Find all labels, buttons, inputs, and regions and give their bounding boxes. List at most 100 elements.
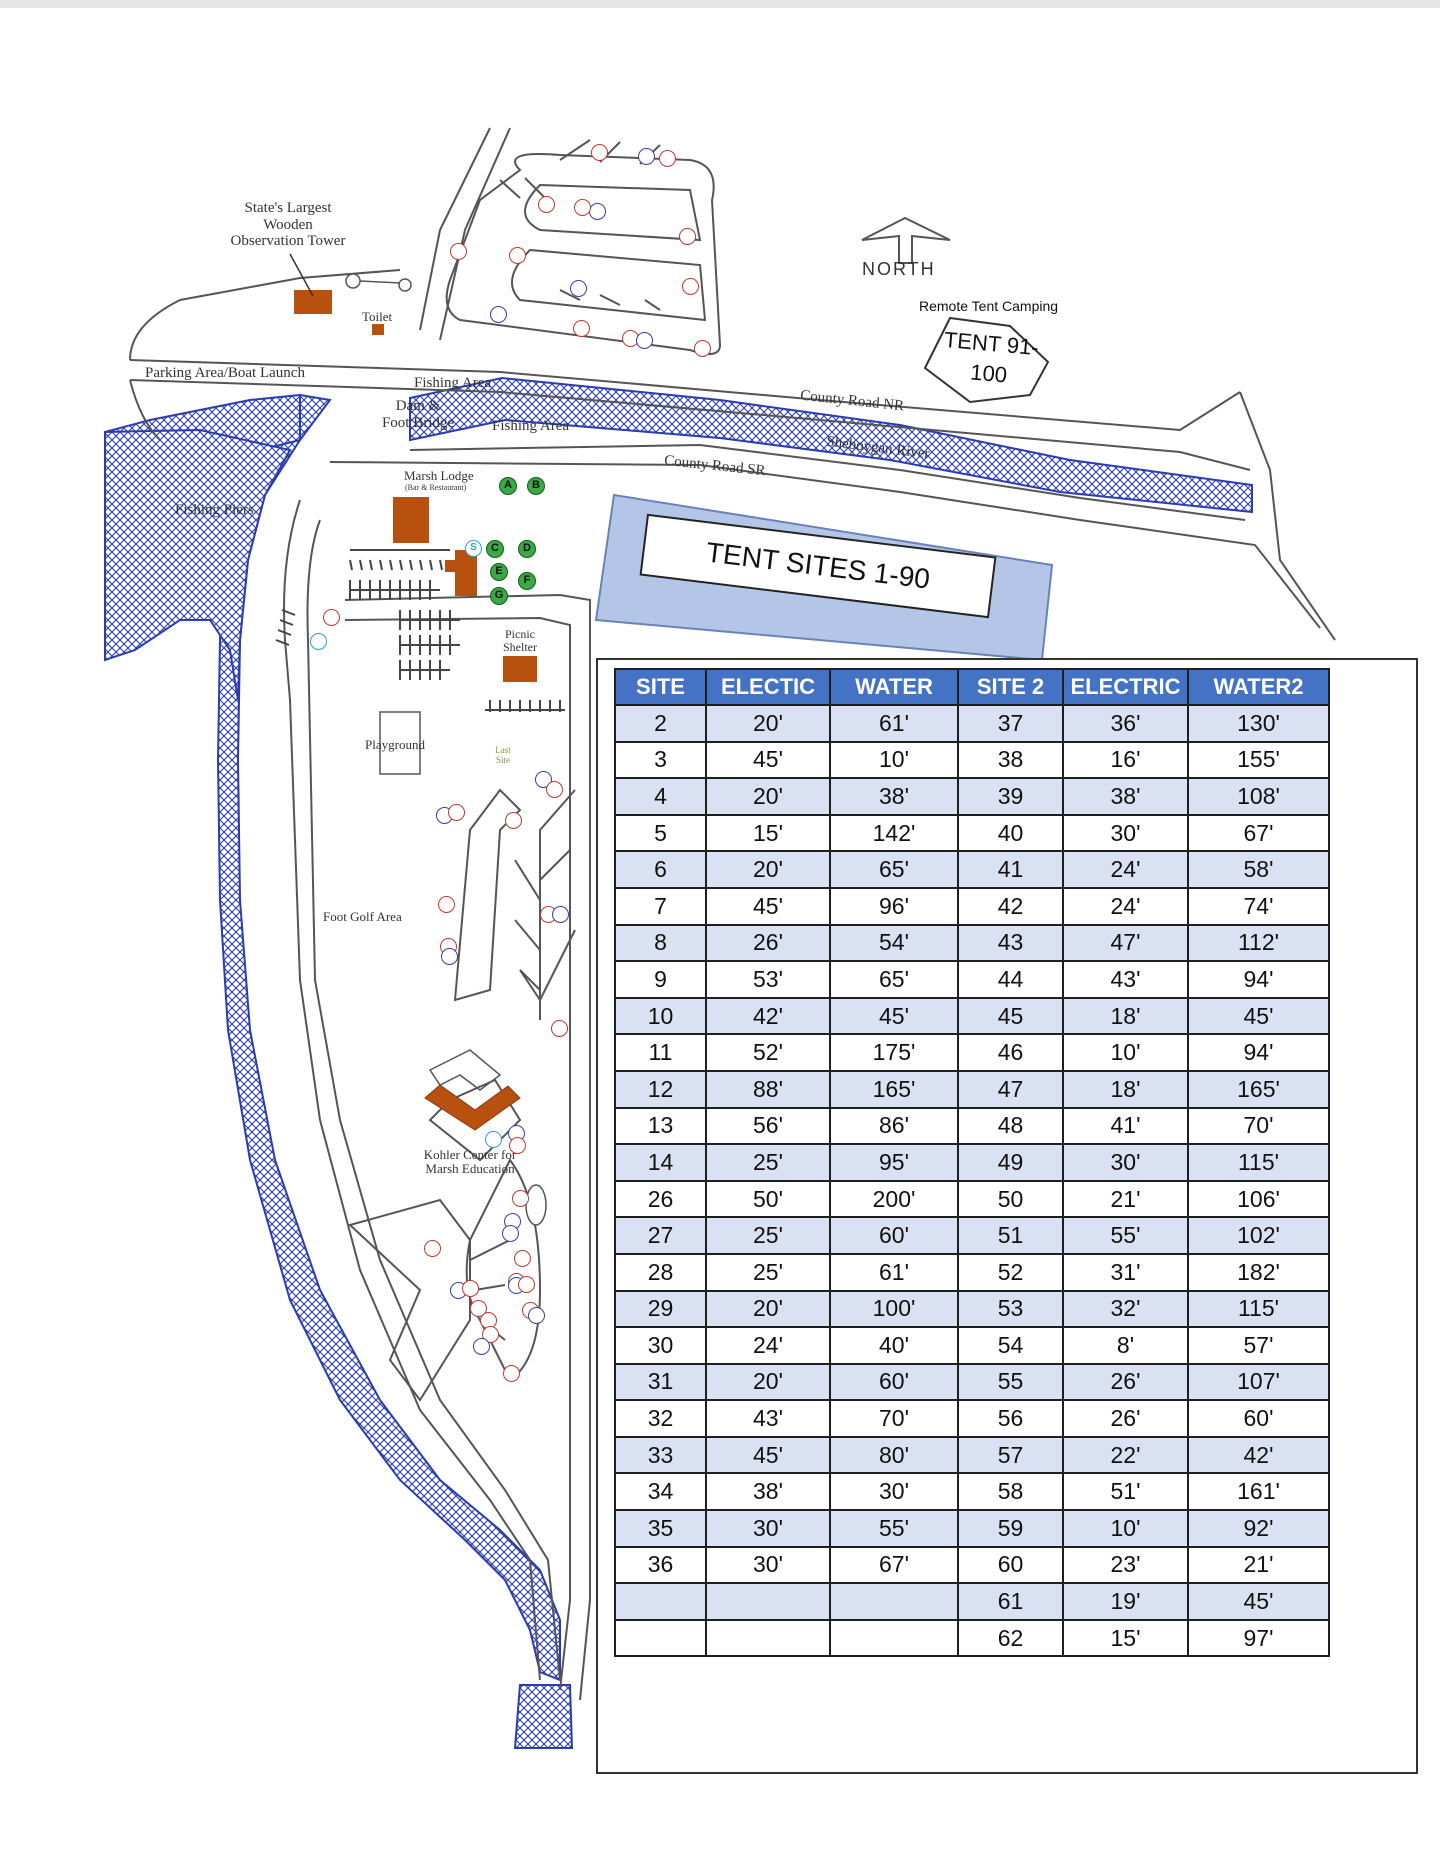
table-cell: 10' [1062, 1509, 1189, 1548]
table-cell: 7 [614, 886, 707, 926]
campsite-marker [518, 1276, 535, 1293]
table-cell: 39 [957, 777, 1064, 816]
marsh-lodge-label: Marsh Lodge [404, 468, 474, 483]
table-cell: 45' [705, 886, 831, 926]
table-cell: 37 [957, 704, 1064, 743]
table-cell: 108' [1187, 777, 1330, 816]
table-cell: 45' [1187, 996, 1330, 1036]
table-cell: 35 [614, 1509, 707, 1548]
campsite-marker [448, 804, 465, 821]
table-cell: 60' [829, 1216, 959, 1255]
table-cell: 61' [829, 704, 959, 743]
table-cell: 115' [1187, 1143, 1330, 1182]
table-cell: 14 [614, 1143, 707, 1182]
campsite-marker [659, 150, 676, 167]
table-cell [829, 1582, 959, 1621]
observation-tower [294, 290, 332, 314]
table-cell: 36 [614, 1545, 707, 1585]
campsite-marker [591, 144, 608, 161]
table-cell: 5 [614, 813, 707, 853]
table-cell: 38 [957, 740, 1064, 780]
fishing-area-mid-label: Fishing Area [492, 418, 570, 434]
table-cell: 38' [705, 1472, 831, 1512]
table-cell: 38' [829, 777, 959, 816]
toilet-label: Toilet [362, 309, 393, 324]
campsite-marker [503, 1365, 520, 1382]
table-cell: 56 [957, 1399, 1064, 1438]
lodge-annex [455, 550, 477, 596]
foot-golf-label: Foot Golf Area [323, 909, 402, 924]
table-cell: 57 [957, 1435, 1064, 1475]
table-cell: 20' [705, 1362, 831, 1402]
table-cell: 112' [1187, 923, 1330, 963]
table-cell: 80' [829, 1435, 959, 1475]
table-cell: 30' [1062, 813, 1189, 853]
campsite-marker [570, 280, 587, 297]
campsite-marker [424, 1240, 441, 1257]
lake-west-shore [104, 428, 292, 701]
table-cell: 22' [1062, 1435, 1189, 1475]
table-cell: 45' [1187, 1582, 1330, 1621]
table-cell: 30 [614, 1326, 707, 1365]
table-cell: 61 [957, 1582, 1064, 1621]
campsite-marker [485, 1131, 502, 1148]
table-cell: 54 [957, 1326, 1064, 1365]
marsh-lodge-sub-label: (Bar & Restaurant) [405, 483, 467, 492]
dam-label: Dam & Foot Bridge [381, 398, 455, 431]
campsite-marker [438, 896, 455, 913]
campsite-marker [514, 1250, 531, 1267]
north-arrow-icon [861, 216, 951, 264]
table-cell: 20' [705, 1289, 831, 1329]
table-cell: 9 [614, 960, 707, 999]
table-cell: 49 [957, 1143, 1064, 1182]
table-cell: 67' [829, 1545, 959, 1585]
table-cell: 54' [829, 923, 959, 963]
campsite-marker [546, 781, 563, 798]
table-cell: 27 [614, 1216, 707, 1255]
table-cell: 70' [829, 1399, 959, 1438]
table-cell: 61' [829, 1252, 959, 1292]
table-cell: 30' [705, 1545, 831, 1585]
table-cell: 100' [829, 1289, 959, 1329]
table-cell [705, 1582, 831, 1621]
table-cell: 58 [957, 1472, 1064, 1512]
table-cell: 95' [829, 1143, 959, 1182]
table-cell: 96' [829, 886, 959, 926]
site-utility-table: SITE ELECTIC WATER SITE 2 ELECTRIC WATER… [614, 668, 1330, 1658]
table-cell: 88' [705, 1069, 831, 1109]
table-cell: 106' [1187, 1179, 1330, 1219]
campsite-marker [589, 203, 606, 220]
header-water: WATER [829, 668, 959, 706]
amenity-marker-d: D [518, 540, 536, 558]
table-cell: 25' [705, 1252, 831, 1292]
campsite-marker [310, 633, 327, 650]
amenity-marker-s: S [465, 540, 482, 557]
header-water2: WATER2 [1187, 668, 1330, 706]
table-cell: 57' [1187, 1326, 1330, 1365]
table-cell: 46 [957, 1033, 1064, 1072]
table-cell: 58' [1187, 850, 1330, 889]
table-cell: 102' [1187, 1216, 1330, 1255]
table-cell: 62 [957, 1618, 1064, 1658]
table-cell: 11 [614, 1033, 707, 1072]
table-cell: 161' [1187, 1472, 1330, 1512]
header-site: SITE [614, 668, 707, 706]
table-cell: 10' [1062, 1033, 1189, 1072]
table-cell: 3 [614, 740, 707, 780]
last-site-label: Last Site [495, 745, 511, 765]
table-cell: 165' [829, 1069, 959, 1109]
lake-south [513, 1684, 574, 1749]
table-cell: 38' [1062, 777, 1189, 816]
table-cell: 130' [1187, 704, 1330, 743]
table-cell: 60 [957, 1545, 1064, 1585]
header-electic: ELECTIC [705, 668, 831, 706]
